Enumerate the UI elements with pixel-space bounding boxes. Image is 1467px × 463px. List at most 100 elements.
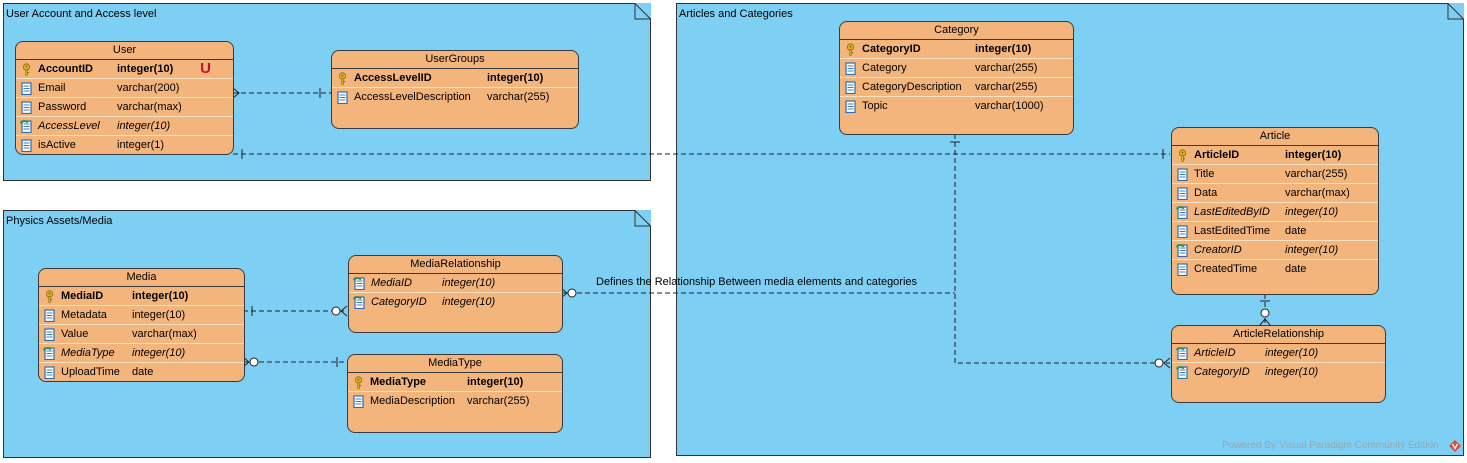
entity-title: Media <box>39 269 244 287</box>
foreign-key-column-icon <box>1176 244 1188 257</box>
column-name: CategoryID <box>862 43 921 55</box>
column-row[interactable]: MediaType integer(10) <box>39 344 244 363</box>
column-icon <box>21 101 32 114</box>
column-row[interactable]: AccessLevelID integer(10) <box>332 69 578 88</box>
column-name: LastEditedTime <box>1194 225 1271 237</box>
column-row[interactable]: LastEditedByID integer(10) <box>1172 203 1378 222</box>
column-row[interactable]: isActive integer(1) <box>16 136 233 154</box>
column-name: isActive <box>38 139 76 151</box>
entity-title: Category <box>840 22 1073 40</box>
column-type: varchar(200) <box>117 82 180 94</box>
column-name: Topic <box>862 100 888 112</box>
column-row[interactable]: AccountID integer(10) <box>16 60 233 79</box>
entity-title: UserGroups <box>332 51 578 69</box>
column-type: integer(10) <box>487 72 544 84</box>
column-type: integer(10) <box>132 347 186 359</box>
column-type: date <box>1285 225 1307 237</box>
column-type: varchar(1000) <box>975 100 1044 112</box>
foreign-key-column-icon <box>20 120 32 133</box>
column-name: MediaType <box>61 347 115 359</box>
column-name: Title <box>1194 168 1215 180</box>
column-name: CategoryID <box>371 296 427 308</box>
crowfoot-marker <box>560 287 568 299</box>
column-type: integer(10) <box>442 296 496 308</box>
column-type: integer(1) <box>117 139 165 151</box>
column-icon <box>21 139 32 152</box>
column-type: varchar(255) <box>975 81 1038 93</box>
column-type: varchar(max) <box>132 328 197 340</box>
column-type: varchar(max) <box>1285 187 1350 199</box>
column-icon <box>44 366 55 379</box>
foreign-key-column-icon <box>353 296 365 309</box>
column-row[interactable]: Password varchar(max) <box>16 98 233 117</box>
foreign-key-column-icon <box>1176 366 1188 379</box>
zero-marker <box>249 357 259 367</box>
column-type: integer(10) <box>1265 347 1319 359</box>
column-name: MediaType <box>370 376 427 388</box>
package-title: Physics Assets/Media <box>6 215 113 227</box>
zero-marker <box>567 288 577 298</box>
foreign-key-column-icon <box>43 347 55 360</box>
column-icon <box>1177 263 1188 276</box>
column-row[interactable]: LastEditedTime date <box>1172 222 1378 241</box>
column-icon <box>337 91 348 104</box>
column-type: integer(10) <box>1285 206 1339 218</box>
column-type: varchar(255) <box>487 91 550 103</box>
entity-title: User <box>16 42 233 60</box>
column-name: MediaID <box>371 277 412 289</box>
column-name: LastEditedByID <box>1194 206 1270 218</box>
column-name: CategoryDescription <box>862 81 962 93</box>
column-type: integer(10) <box>1285 149 1342 161</box>
unique-constraint-marker: U <box>200 60 211 77</box>
column-name: Password <box>38 101 87 113</box>
watermark-text: Powered By˙Visual Paradigm Community Edi… <box>1222 440 1439 451</box>
column-type: varchar(max) <box>117 101 182 113</box>
column-row[interactable]: CategoryID integer(10) <box>349 293 562 311</box>
column-name: MediaDescription <box>370 395 455 407</box>
crowfoot-marker <box>242 356 250 368</box>
foreign-key-column-icon <box>353 277 365 290</box>
column-icon <box>1177 168 1188 181</box>
column-row[interactable]: MediaID integer(10) <box>349 274 562 293</box>
column-type: integer(10) <box>442 277 496 289</box>
column-name: Metadata <box>61 309 107 321</box>
column-name: AccessLevelID <box>354 72 432 84</box>
crowfoot-marker <box>1259 318 1271 326</box>
column-row[interactable]: Topic varchar(1000) <box>840 97 1073 115</box>
column-icon <box>845 62 856 75</box>
column-type: integer(10) <box>117 63 174 75</box>
column-type: integer(10) <box>1285 244 1339 256</box>
primary-key-icon <box>846 43 855 56</box>
column-name: AccountID <box>38 63 93 75</box>
primary-key-icon <box>338 72 347 85</box>
zero-marker <box>1260 308 1270 318</box>
entity-title: MediaRelationship <box>349 256 562 274</box>
column-row[interactable]: CategoryDescription varchar(255) <box>840 78 1073 97</box>
